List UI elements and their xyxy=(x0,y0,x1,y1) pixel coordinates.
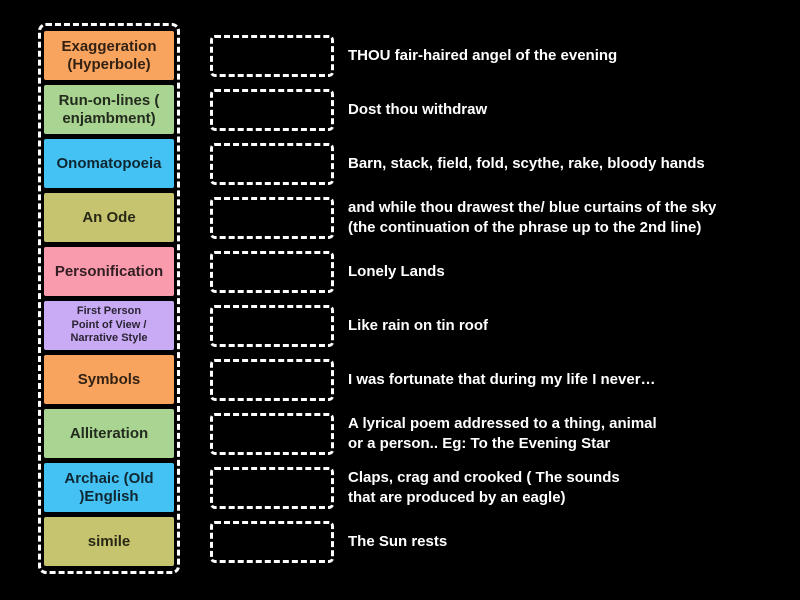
match-rows: THOU fair-haired angel of the evening Do… xyxy=(210,35,716,563)
drop-zone[interactable] xyxy=(210,305,334,347)
answer-tile[interactable]: Onomatopoeia xyxy=(44,139,174,188)
clue-text: Dost thou withdraw xyxy=(348,101,488,118)
match-row: Lonely Lands xyxy=(210,251,716,293)
clue-text: Barn, stack, field, fold, scythe, rake, … xyxy=(348,155,705,172)
drop-zone[interactable] xyxy=(210,359,334,401)
match-row: Claps, crag and crooked ( The sounds tha… xyxy=(210,467,716,509)
answer-tile[interactable]: Symbols xyxy=(44,355,174,404)
match-row: Dost thou withdraw xyxy=(210,89,716,131)
drop-zone[interactable] xyxy=(210,521,334,563)
clue-text: THOU fair-haired angel of the evening xyxy=(348,47,618,64)
clue-text: Lonely Lands xyxy=(348,263,445,280)
answer-tile[interactable]: Exaggeration (Hyperbole) xyxy=(44,31,174,80)
match-row: and while thou drawest the/ blue curtain… xyxy=(210,197,716,239)
answer-tile[interactable]: Run-on-lines ( enjambment) xyxy=(44,85,174,134)
answer-tile[interactable]: Archaic (Old )English xyxy=(44,463,174,512)
clue-text: A lyrical poem addressed to a thing, ani… xyxy=(348,415,657,452)
answer-tile[interactable]: Personification xyxy=(44,247,174,296)
match-row: Barn, stack, field, fold, scythe, rake, … xyxy=(210,143,716,185)
drop-zone[interactable] xyxy=(210,251,334,293)
answer-tile[interactable]: simile xyxy=(44,517,174,566)
answer-tile[interactable]: First Person Point of View / Narrative S… xyxy=(44,301,174,350)
drop-zone[interactable] xyxy=(210,197,334,239)
drop-zone[interactable] xyxy=(210,143,334,185)
clue-text: I was fortunate that during my life I ne… xyxy=(348,371,656,388)
drop-zone[interactable] xyxy=(210,467,334,509)
clue-text: Like rain on tin roof xyxy=(348,317,489,334)
drop-zone[interactable] xyxy=(210,413,334,455)
match-row: I was fortunate that during my life I ne… xyxy=(210,359,716,401)
drop-zone[interactable] xyxy=(210,89,334,131)
clue-text: Claps, crag and crooked ( The sounds tha… xyxy=(348,469,620,506)
drop-zone[interactable] xyxy=(210,35,334,77)
match-row: Like rain on tin roof xyxy=(210,305,716,347)
match-row: THOU fair-haired angel of the evening xyxy=(210,35,716,77)
answer-tile[interactable]: An Ode xyxy=(44,193,174,242)
clue-text: The Sun rests xyxy=(348,533,448,550)
answer-tile[interactable]: Alliteration xyxy=(44,409,174,458)
clue-text: and while thou drawest the/ blue curtain… xyxy=(348,199,717,236)
match-row: A lyrical poem addressed to a thing, ani… xyxy=(210,413,716,455)
answer-tile-board: Exaggeration (Hyperbole) Run-on-lines ( e… xyxy=(38,23,180,574)
match-row: The Sun rests xyxy=(210,521,716,563)
